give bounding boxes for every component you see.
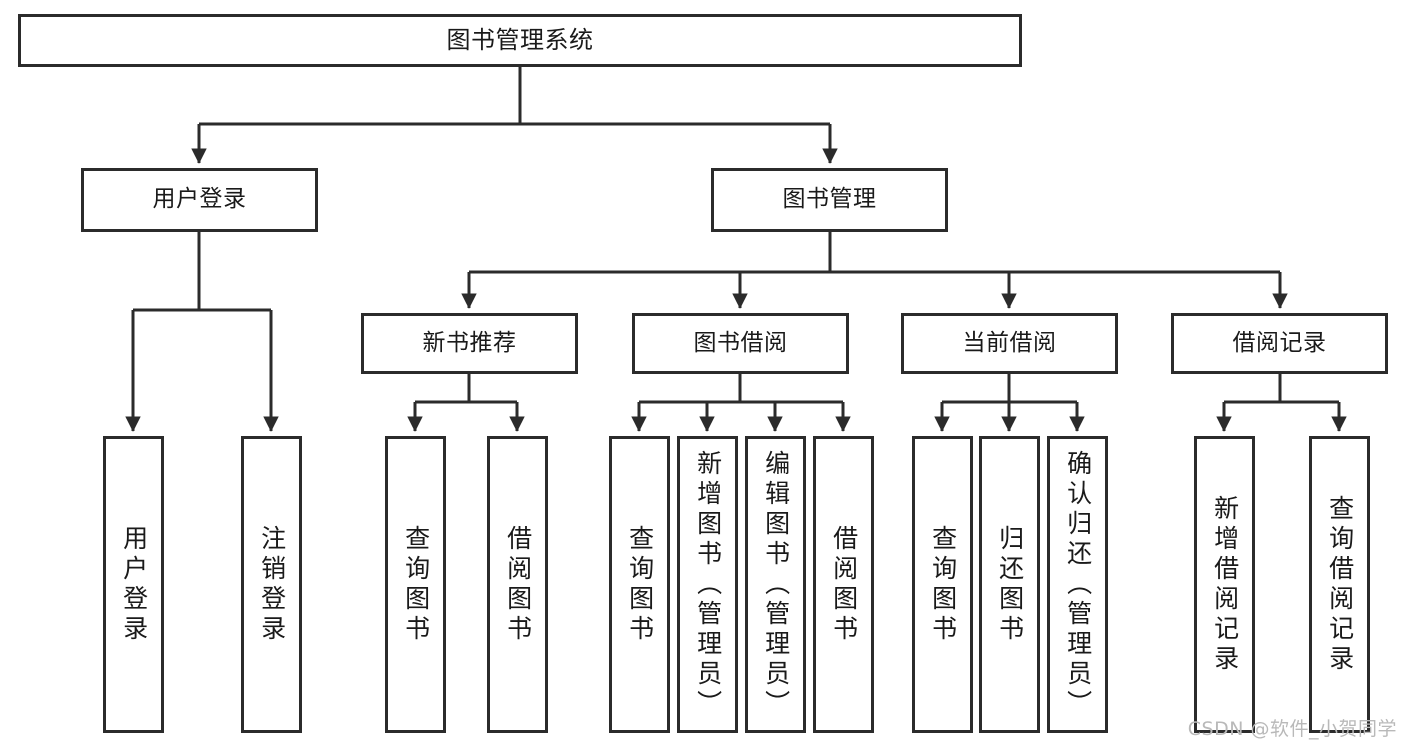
csdn-watermark: CSDN @软件_小贺同学 <box>1187 718 1397 740</box>
leaf-new-book-2-label: 借阅图书 <box>503 524 533 645</box>
leaf-user-login-2[interactable]: 注销登录 <box>241 436 302 733</box>
leaf-user-login-1-label: 用户登录 <box>119 524 149 645</box>
leaf-book-borrow-3-label: 编辑图书（管理员） <box>761 449 791 720</box>
leaf-borrow-record-2[interactable]: 查询借阅记录 <box>1309 436 1370 733</box>
node-book-manage[interactable]: 图书管理 <box>711 168 948 232</box>
leaf-current-borrow-2-label: 归还图书 <box>995 524 1025 645</box>
leaf-new-book-1[interactable]: 查询图书 <box>385 436 446 733</box>
leaf-borrow-record-2-label: 查询借阅记录 <box>1325 494 1355 675</box>
node-user-login[interactable]: 用户登录 <box>81 168 318 232</box>
leaf-current-borrow-1-label: 查询图书 <box>928 524 958 645</box>
node-current-borrow-label: 当前借阅 <box>962 329 1057 356</box>
leaf-book-borrow-1[interactable]: 查询图书 <box>609 436 670 733</box>
leaf-borrow-record-1[interactable]: 新增借阅记录 <box>1194 436 1255 733</box>
node-borrow-record-label: 借阅记录 <box>1232 329 1327 356</box>
leaf-user-login-1[interactable]: 用户登录 <box>103 436 164 733</box>
leaf-book-borrow-3[interactable]: 编辑图书（管理员） <box>745 436 806 733</box>
leaf-borrow-record-1-label: 新增借阅记录 <box>1210 494 1240 675</box>
node-root-label: 图书管理系统 <box>446 26 594 55</box>
leaf-current-borrow-1[interactable]: 查询图书 <box>912 436 973 733</box>
node-new-book-recommend-label: 新书推荐 <box>422 329 517 356</box>
leaf-book-borrow-1-label: 查询图书 <box>625 524 655 645</box>
node-book-borrow-label: 图书借阅 <box>693 329 788 356</box>
node-borrow-record[interactable]: 借阅记录 <box>1171 313 1388 374</box>
leaf-book-borrow-4-label: 借阅图书 <box>829 524 859 645</box>
leaf-book-borrow-4[interactable]: 借阅图书 <box>813 436 874 733</box>
node-root[interactable]: 图书管理系统 <box>18 14 1022 67</box>
node-new-book-recommend[interactable]: 新书推荐 <box>361 313 578 374</box>
node-book-manage-label: 图书管理 <box>782 186 877 213</box>
leaf-new-book-2[interactable]: 借阅图书 <box>487 436 548 733</box>
leaf-book-borrow-2[interactable]: 新增图书（管理员） <box>677 436 738 733</box>
node-current-borrow[interactable]: 当前借阅 <box>901 313 1118 374</box>
node-book-borrow[interactable]: 图书借阅 <box>632 313 849 374</box>
leaf-user-login-2-label: 注销登录 <box>257 524 287 645</box>
leaf-current-borrow-3[interactable]: 确认归还（管理员） <box>1047 436 1108 733</box>
leaf-book-borrow-2-label: 新增图书（管理员） <box>693 449 723 720</box>
leaf-current-borrow-3-label: 确认归还（管理员） <box>1063 449 1093 720</box>
leaf-new-book-1-label: 查询图书 <box>401 524 431 645</box>
node-user-login-label: 用户登录 <box>152 186 247 213</box>
leaf-current-borrow-2[interactable]: 归还图书 <box>979 436 1040 733</box>
